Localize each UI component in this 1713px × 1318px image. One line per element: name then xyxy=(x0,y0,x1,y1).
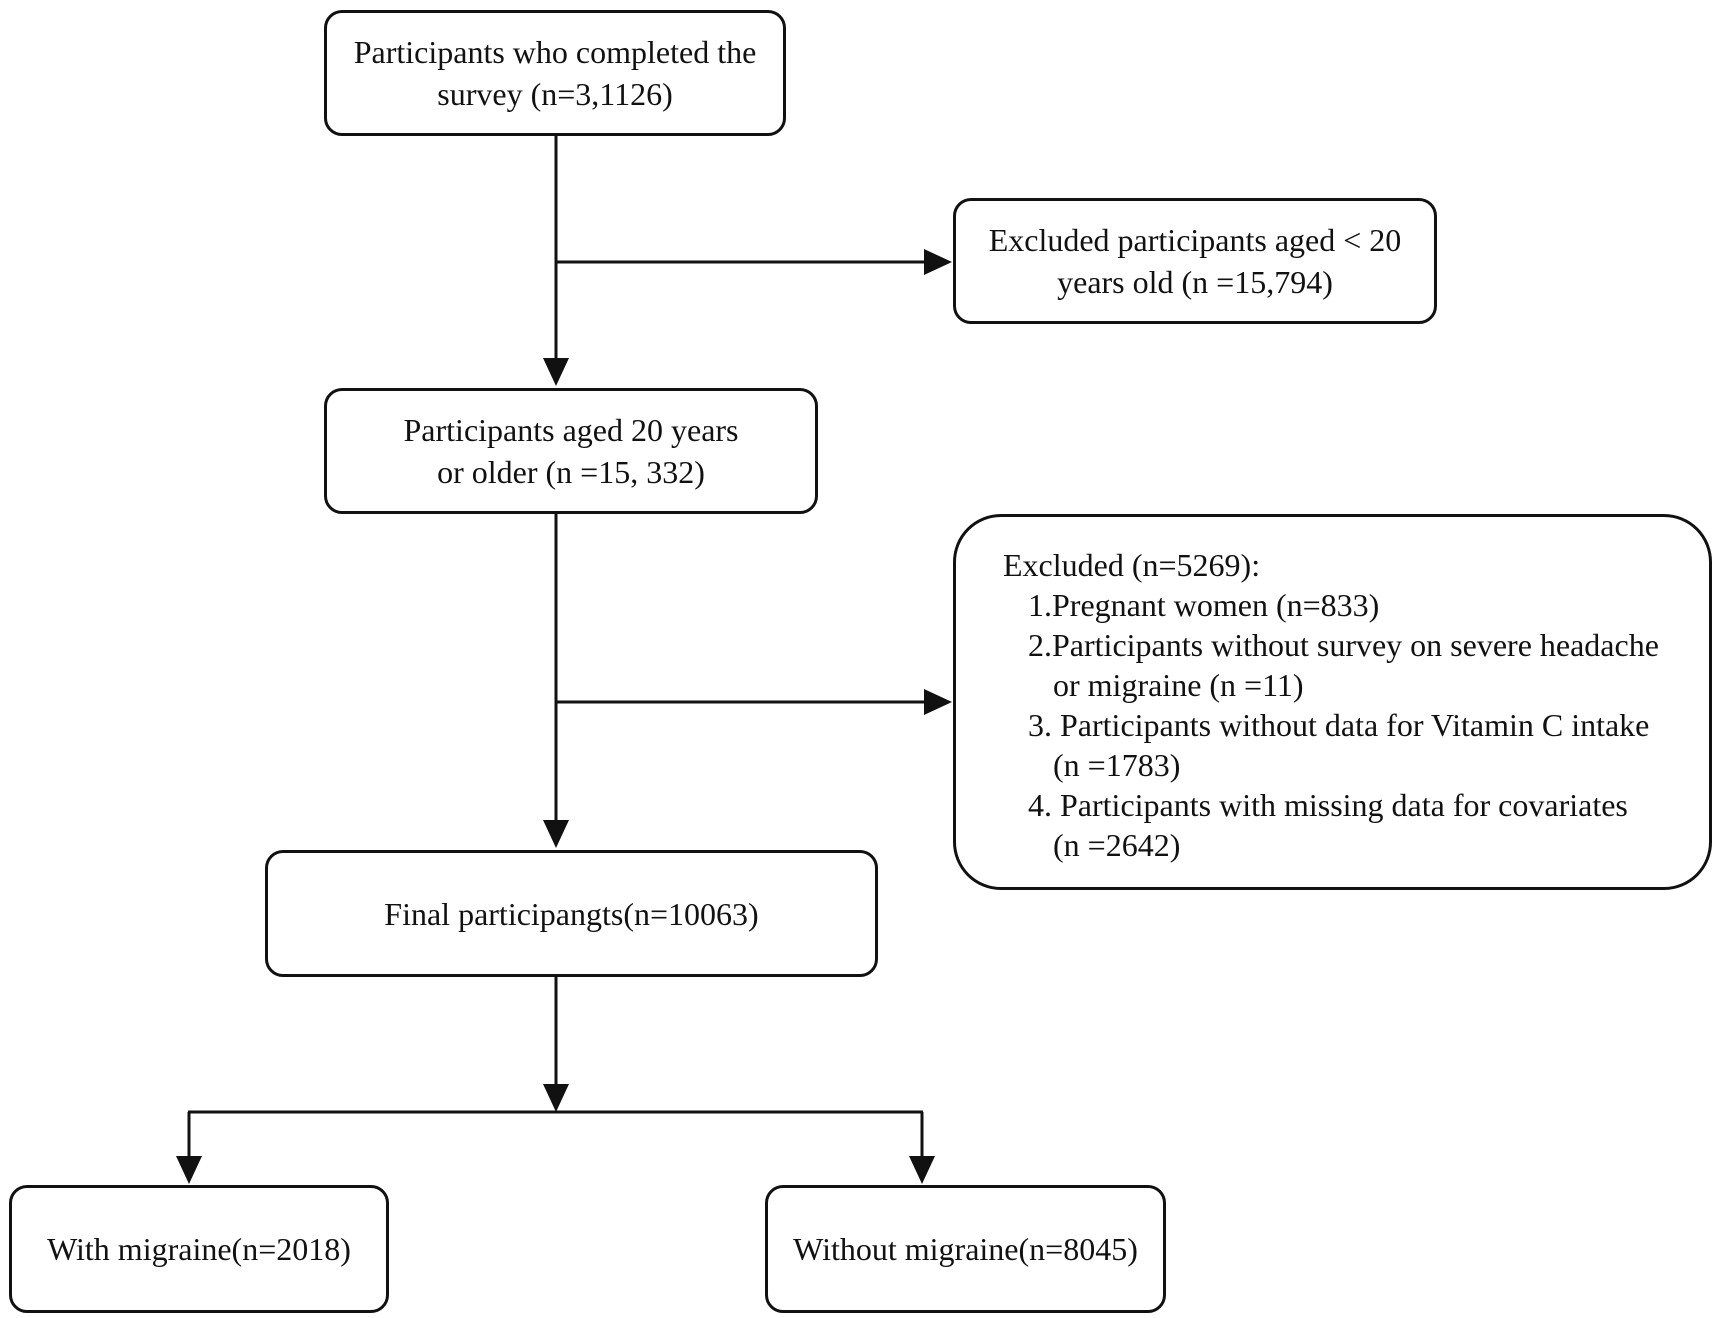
exclude-item-4: 4. Participants with missing data for co… xyxy=(1003,785,1693,865)
exclude-list-title: Excluded (n=5269): xyxy=(1003,547,1261,583)
exclude-item-4-line-2: (n =2642) xyxy=(1053,827,1181,863)
exclude-age-line-1: Excluded participants aged < 20 xyxy=(988,222,1402,258)
start-line-1: Participants who completed the xyxy=(353,34,757,70)
aged20-line-2: or older (n =15, 332) xyxy=(437,454,705,490)
box-without-migraine: Without migraine(n=8045) xyxy=(765,1185,1166,1313)
box-final-participants: Final participangts(n=10063) xyxy=(265,850,878,977)
exclude-item-2-line-1: 2.Participants without survey on severe … xyxy=(1028,627,1659,663)
arrowhead-exclude-list xyxy=(924,689,952,715)
exclude-item-2: 2.Participants without survey on severe … xyxy=(1003,625,1693,705)
box-excluded-list: Excluded (n=5269): 1.Pregnant women (n=8… xyxy=(953,514,1712,890)
arrowhead-exclude-age xyxy=(924,249,952,275)
without-migraine-label: Without migraine(n=8045) xyxy=(793,1231,1138,1267)
exclude-item-3: 3. Participants without data for Vitamin… xyxy=(1003,705,1693,785)
box-with-migraine: With migraine(n=2018) xyxy=(9,1185,389,1313)
exclude-age-line-2: years old (n =15,794) xyxy=(1057,264,1333,300)
start-line-2: survey (n=3,1126) xyxy=(437,76,673,112)
box-participants-completed-survey: Participants who completed the survey (n… xyxy=(324,10,786,136)
exclude-item-2-line-2: or migraine (n =11) xyxy=(1053,667,1304,703)
with-migraine-label: With migraine(n=2018) xyxy=(47,1231,351,1267)
arrowhead-with-migraine xyxy=(176,1156,202,1184)
aged20-line-1: Participants aged 20 years xyxy=(403,412,739,448)
exclude-item-1: 1.Pregnant women (n=833) xyxy=(1003,585,1693,625)
exclude-item-1-line-1: 1.Pregnant women (n=833) xyxy=(1028,587,1380,623)
box-excluded-under-20: Excluded participants aged < 20 years ol… xyxy=(953,198,1437,324)
exclude-item-3-line-1: 3. Participants without data for Vitamin… xyxy=(1028,707,1650,743)
arrowhead-split xyxy=(543,1084,569,1112)
arrowhead-without-migraine xyxy=(909,1156,935,1184)
exclude-item-3-line-2: (n =1783) xyxy=(1053,747,1181,783)
box-participants-aged-20-plus: Participants aged 20 years or older (n =… xyxy=(324,388,818,514)
exclude-item-4-line-1: 4. Participants with missing data for co… xyxy=(1028,787,1628,823)
arrowhead-final xyxy=(543,820,569,848)
arrowhead-aged20 xyxy=(543,358,569,386)
final-label: Final participangts(n=10063) xyxy=(384,895,759,932)
